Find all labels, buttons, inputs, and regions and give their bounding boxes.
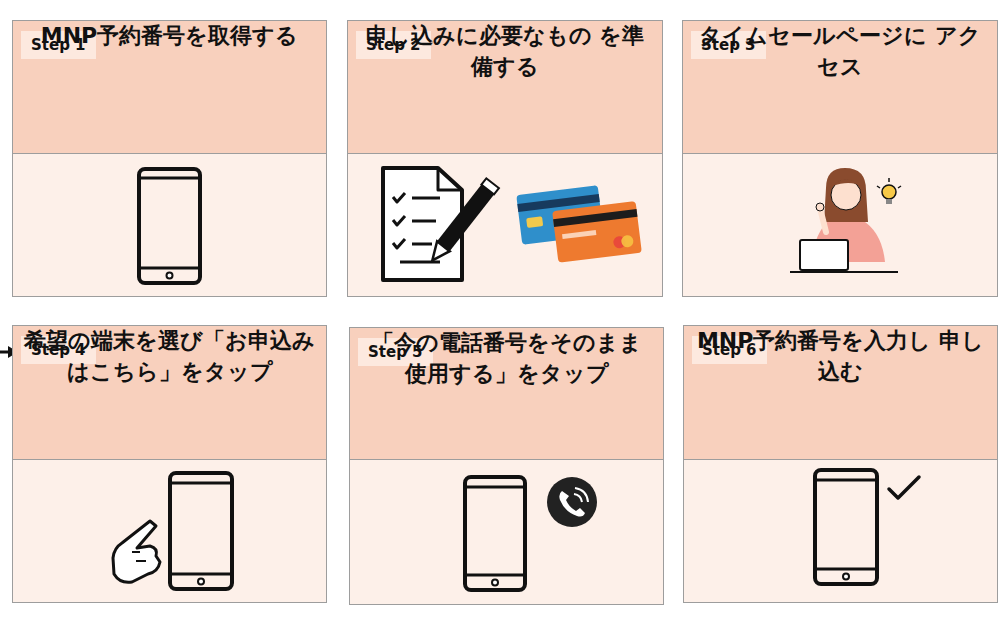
step-card: Step 1MNP予約番号を取得する: [12, 20, 327, 297]
card-header: Step 4希望の端末を選び「お申込み はこちら」をタップ: [13, 326, 326, 460]
card-header: Step 3タイムセールページに アクセス: [683, 21, 997, 154]
step-title: MNP予約番号を取得する: [23, 21, 316, 52]
card-header: Step 1MNP予約番号を取得する: [13, 21, 326, 154]
pointing-hand-icon: [113, 521, 160, 582]
step-title: 申し込みに必要なもの を準備する: [358, 21, 652, 83]
card-body-fills: [13, 153, 997, 604]
step-title: タイムセールページに アクセス: [693, 21, 987, 83]
step-card: Step 4希望の端末を選び「お申込み はこちら」をタップ: [12, 325, 327, 603]
card-header: Step 2申し込みに必要なもの を準備する: [348, 21, 662, 154]
credit-cards: [516, 185, 642, 263]
step-card: Step 2申し込みに必要なもの を準備する: [347, 20, 663, 297]
phone-icon: [465, 477, 525, 590]
step-title: MNP予約番号を入力し 申し込む: [694, 326, 987, 388]
step-title: 希望の端末を選び「お申込み はこちら」をタップ: [23, 326, 316, 388]
call-icon: [547, 477, 597, 527]
check-mark: [889, 477, 919, 498]
card-header: Step 6MNP予約番号を入力し 申し込む: [684, 326, 997, 460]
step-card: Step 3タイムセールページに アクセス: [682, 20, 998, 297]
woman-laptop-illustration: [790, 168, 901, 272]
step-card: Step 5「今の電話番号をそのまま 使用する」をタップ: [349, 327, 664, 605]
phone-icon: [815, 470, 877, 584]
step-title: 「今の電話番号をそのまま 使用する」をタップ: [360, 328, 653, 390]
step-card: Step 6MNP予約番号を入力し 申し込む: [683, 325, 998, 603]
phone-icon: [170, 473, 232, 589]
document-icon: [383, 168, 462, 280]
pen-icon: [426, 178, 499, 265]
phone-icon: [139, 169, 200, 283]
card-header: Step 5「今の電話番号をそのまま 使用する」をタップ: [350, 328, 663, 460]
